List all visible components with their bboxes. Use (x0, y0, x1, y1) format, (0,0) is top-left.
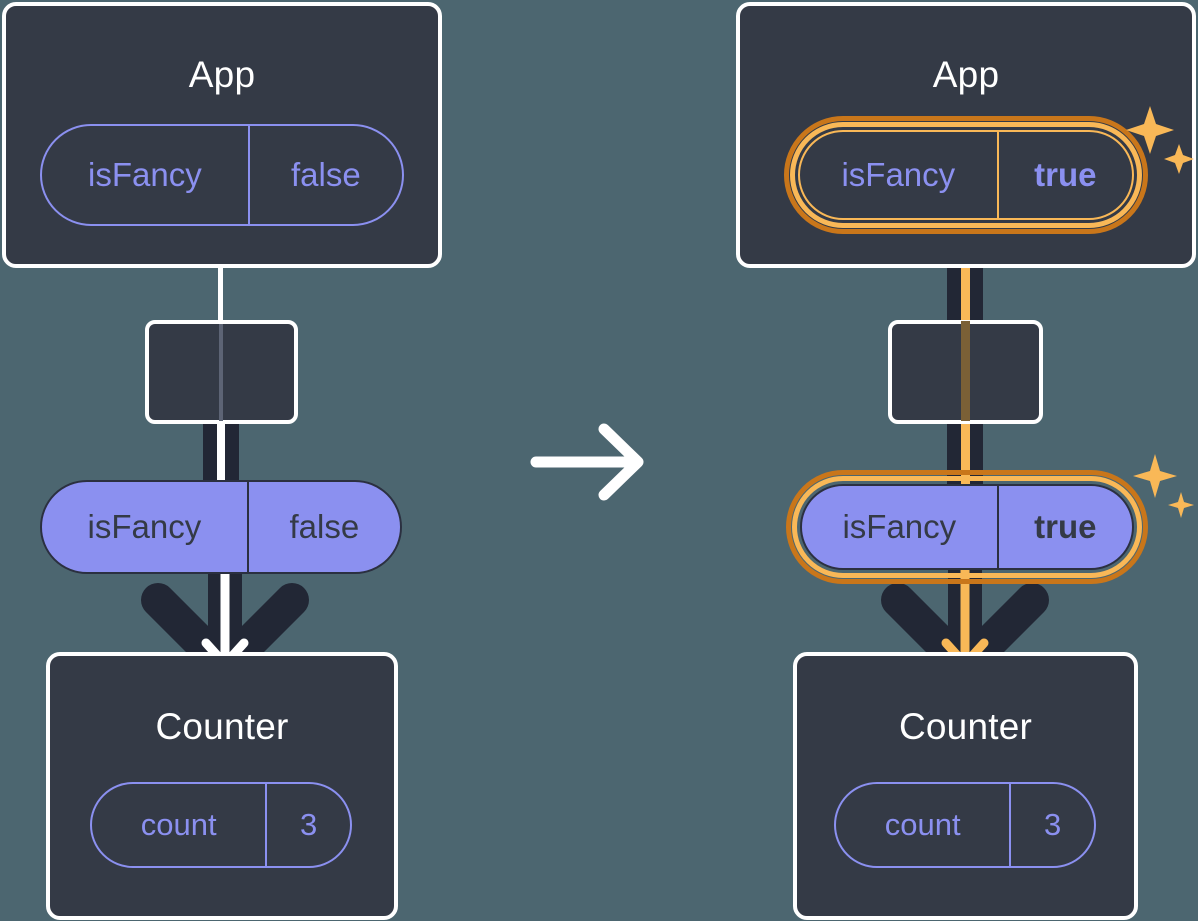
connector-div-to-prop-orange-right (961, 421, 970, 491)
connector-app-to-div-left (218, 264, 223, 324)
prop-pill-isfancy-before[interactable]: isFancy false (40, 480, 402, 574)
connector-through-div-right (961, 321, 970, 421)
component-title-app-after: App (932, 54, 1000, 95)
connector-through-div-left (219, 324, 223, 421)
connector-div-to-prop-white-left (217, 418, 225, 490)
state-pill-count-after[interactable]: count 3 (834, 782, 1096, 868)
prop-pill-isfancy-after[interactable]: isFancy true (800, 484, 1134, 570)
highlight-ring-inner-prop-pill (792, 476, 1142, 578)
highlight-ring-outer-app-pill (784, 116, 1148, 234)
highlight-ring-outer-prop-pill (786, 470, 1148, 584)
component-title-app-before: App (188, 54, 256, 95)
counter-pill-key: count (140, 807, 217, 842)
component-title-counter-after: Counter (898, 706, 1033, 747)
prop-pill-key: isFancy (87, 508, 202, 545)
highlight-ring-inner-app-pill (790, 122, 1142, 228)
counter-pill-value: 3 (1009, 784, 1094, 866)
counter-pill-value: 3 (265, 784, 350, 866)
state-pill-count-before[interactable]: count 3 (90, 782, 352, 868)
connector-app-to-div-orange-right (961, 215, 970, 321)
counter-pill-key: count (884, 807, 961, 842)
prop-pill-value: true (996, 486, 1132, 568)
state-pill-isfancy-after[interactable]: isFancy true (798, 130, 1134, 220)
sparkles-icon-app (1124, 98, 1198, 188)
state-pill-isfancy-before[interactable]: isFancy false (40, 124, 404, 226)
transition-arrow-icon (530, 420, 650, 505)
state-pill-value: false (247, 126, 402, 224)
state-pill-key: isFancy (88, 156, 202, 193)
component-box-counter-after: Counter (793, 652, 1138, 920)
component-title-counter-before: Counter (155, 706, 289, 747)
state-pill-value: true (996, 132, 1132, 218)
sparkles-icon-prop (1132, 448, 1198, 530)
state-pill-key: isFancy (841, 156, 956, 193)
prop-pill-value: false (246, 482, 400, 572)
prop-pill-key: isFancy (842, 508, 957, 545)
